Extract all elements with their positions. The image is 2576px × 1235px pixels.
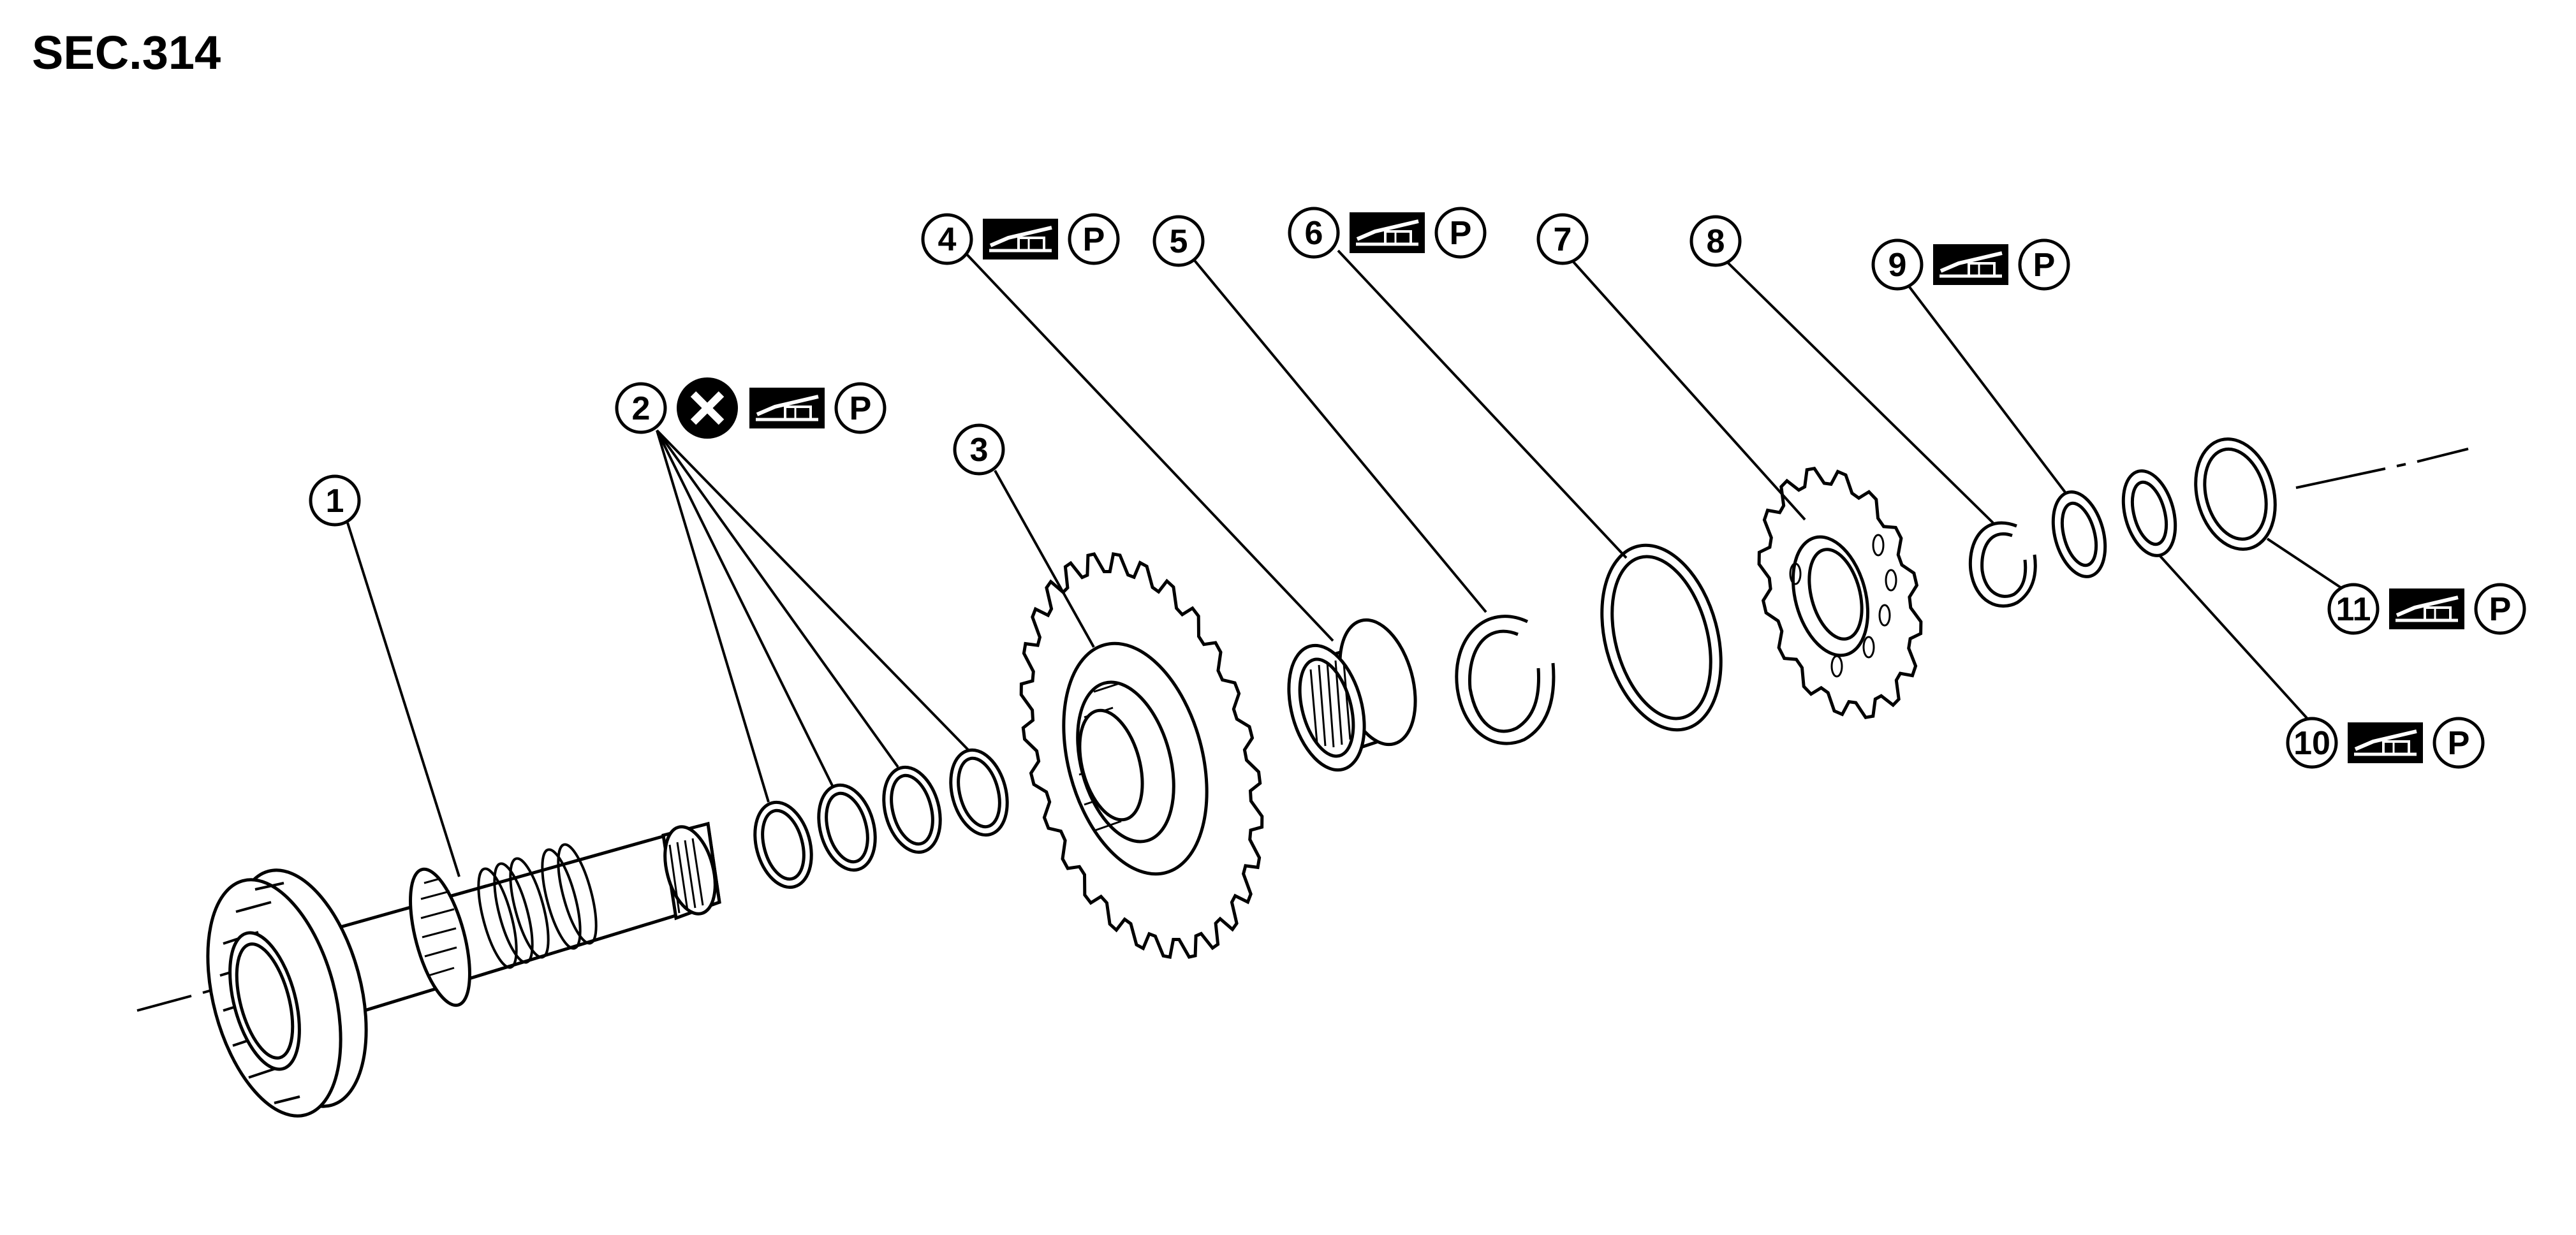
apply-fluid-icon xyxy=(1350,212,1425,253)
leader-2-d xyxy=(656,429,971,752)
leader-11 xyxy=(2266,537,2348,593)
do-not-reuse-icon xyxy=(677,377,738,439)
callout-circle xyxy=(1689,215,1742,267)
callout-circle xyxy=(1536,213,1589,265)
part-5-snap-ring xyxy=(1455,615,1556,745)
section-label: SEC.314 xyxy=(32,26,221,79)
callout-3: 3 xyxy=(953,423,1005,476)
part-8-snap-ring xyxy=(1968,521,2037,608)
callout-number: 1 xyxy=(326,483,344,520)
callout-circle xyxy=(2286,717,2338,769)
part-10-thrust-washer xyxy=(2121,469,2177,557)
part-9-thrust-washer xyxy=(2051,490,2107,578)
svg-text:P: P xyxy=(850,390,872,427)
callout-number: 5 xyxy=(1170,223,1188,260)
leader-3 xyxy=(994,470,1095,648)
apply-fluid-icon xyxy=(2348,722,2423,763)
callout-10: 10 P xyxy=(2286,717,2485,769)
callout-number: 10 xyxy=(2293,725,2330,762)
leader-6 xyxy=(1337,249,1628,559)
part-11-thrust-washer xyxy=(2194,437,2277,551)
part-1-mainshaft xyxy=(206,821,721,1118)
leader-7 xyxy=(1568,256,1806,521)
callout-number: 9 xyxy=(1888,247,1907,284)
callout-number: 2 xyxy=(632,390,651,427)
leader-9 xyxy=(1906,282,2066,493)
callout-circle xyxy=(2327,583,2380,635)
leader-2-c xyxy=(656,429,899,768)
callout-number: 3 xyxy=(970,432,989,469)
petroleum-jelly-icon: P xyxy=(2018,238,2070,291)
seal-ring xyxy=(753,800,813,889)
part-4-needle-bearing xyxy=(1287,618,1417,772)
part-3-gear xyxy=(1019,552,1264,960)
callout-circle xyxy=(1871,238,1924,291)
leader-8 xyxy=(1724,259,1994,524)
seal-ring xyxy=(949,748,1009,837)
callout-circle xyxy=(309,474,361,527)
petroleum-jelly-icon: P xyxy=(1434,207,1487,259)
svg-text:P: P xyxy=(2448,725,2470,762)
callout-circle xyxy=(921,213,973,265)
svg-text:P: P xyxy=(2489,591,2512,628)
leader-5 xyxy=(1191,257,1487,613)
callout-11: 11 P xyxy=(2327,583,2526,635)
seal-ring xyxy=(882,765,942,854)
part-6-thrust-washer xyxy=(1600,543,1723,732)
leader-2-a xyxy=(656,430,770,803)
part-2-seal-rings xyxy=(753,748,1009,889)
leader-2-b xyxy=(656,430,834,786)
seal-ring xyxy=(817,783,877,872)
callout-5: 5 xyxy=(1152,215,1205,267)
svg-text:P: P xyxy=(1083,221,1105,258)
apply-fluid-icon xyxy=(749,388,825,428)
apply-fluid-icon xyxy=(1933,244,2008,285)
leader-lines xyxy=(346,249,2348,877)
petroleum-jelly-icon: P xyxy=(834,382,887,434)
petroleum-jelly-icon: P xyxy=(1068,213,1120,265)
part-7-gear xyxy=(1757,466,1923,720)
callout-1: 1 xyxy=(309,474,361,527)
petroleum-jelly-icon: P xyxy=(2432,717,2485,769)
svg-text:P: P xyxy=(2033,247,2056,284)
leader-1 xyxy=(346,522,460,877)
callout-number: 8 xyxy=(1707,223,1725,260)
callout-circle xyxy=(1288,207,1340,259)
petroleum-jelly-icon: P xyxy=(2474,583,2526,635)
callout-circle xyxy=(1152,215,1205,267)
callout-7: 7 xyxy=(1536,213,1589,265)
callout-circle xyxy=(953,423,1005,476)
leader-10 xyxy=(2158,553,2313,725)
leader-4 xyxy=(965,252,1334,642)
svg-text:P: P xyxy=(1450,215,1472,252)
callout-8: 8 xyxy=(1689,215,1742,267)
callout-number: 6 xyxy=(1305,215,1323,252)
callout-number: 11 xyxy=(2336,591,2371,628)
apply-fluid-icon xyxy=(2389,588,2464,629)
callout-number: 4 xyxy=(938,221,957,258)
callout-circle xyxy=(615,382,667,434)
apply-fluid-icon xyxy=(983,219,1058,259)
callout-number: 7 xyxy=(1554,221,1572,258)
